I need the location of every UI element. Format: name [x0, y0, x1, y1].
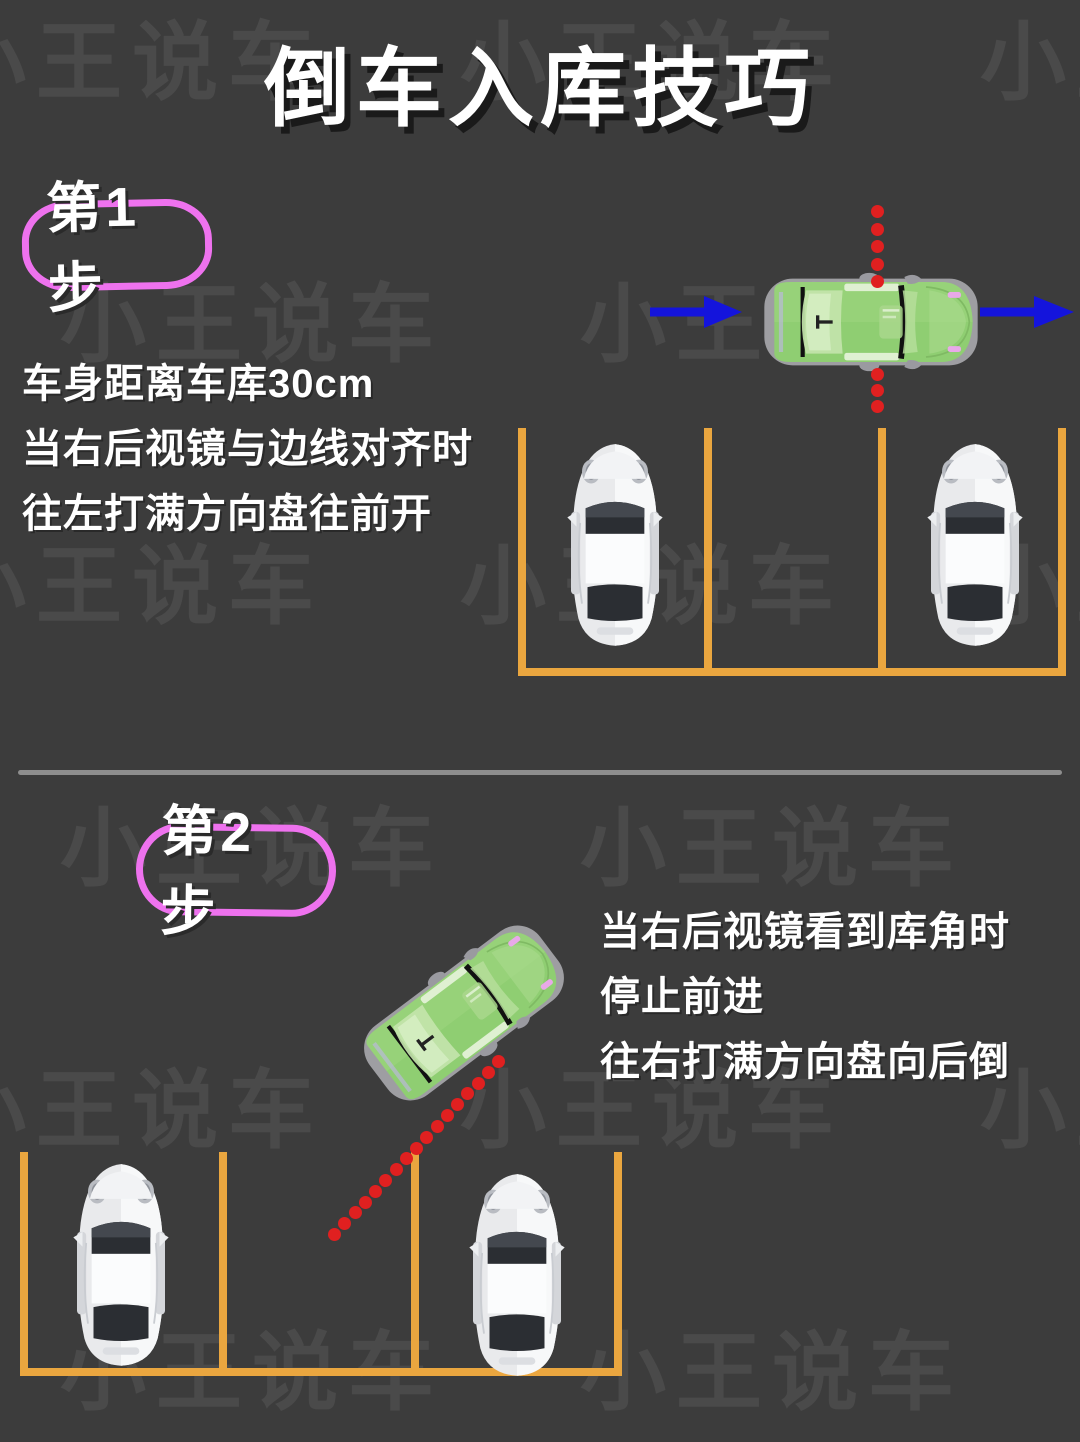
step-1-badge: 第1步	[21, 176, 213, 319]
step-1-line-2: 当右后视镜与边线对齐时	[22, 426, 473, 471]
guide-dot	[348, 1206, 362, 1220]
guide-dot	[410, 1141, 423, 1155]
guide-dot	[369, 1184, 382, 1198]
bay-line-s1-2	[704, 428, 712, 676]
bay-line-s2-bottom	[20, 1368, 622, 1376]
guide-dot	[451, 1098, 464, 1112]
guide-dot	[471, 1076, 485, 1090]
step-2-line-2: 停止前进	[600, 974, 764, 1019]
guide-dot	[871, 384, 884, 397]
step-2-line-3: 往右打满方向盘向后倒	[600, 1039, 1010, 1084]
guide-dot	[481, 1065, 495, 1079]
guide-dot	[440, 1109, 454, 1123]
parked-car-s1-left	[567, 444, 663, 646]
guide-dot	[328, 1228, 341, 1241]
page-title: 倒车入库技巧	[264, 41, 816, 137]
watermark-text: 小王说车	[580, 801, 964, 897]
bay-line-s1-bottom	[518, 668, 1066, 676]
guide-dot	[430, 1119, 444, 1133]
step-1-line-3: 往左打满方向盘往前开	[22, 491, 432, 536]
guide-dot	[871, 400, 884, 413]
bay-line-s2-4	[614, 1152, 622, 1376]
watermark-text: 小王说车	[580, 1325, 964, 1421]
guide-dot	[871, 240, 884, 253]
watermark-text: 小王说车	[0, 539, 324, 635]
bay-line-s1-1	[518, 428, 526, 676]
parked-car-s1-right	[927, 444, 1023, 646]
guide-dot	[420, 1130, 434, 1144]
guide-dot	[379, 1173, 393, 1187]
guide-dot	[399, 1152, 413, 1166]
guide-dot	[358, 1195, 372, 1209]
step-2-badge: 第2步	[135, 800, 337, 943]
guide-dot	[871, 257, 884, 271]
guide-dot	[389, 1163, 403, 1177]
section-divider	[18, 770, 1062, 775]
bay-line-s1-3	[878, 428, 886, 676]
parked-car-s2-right	[469, 1174, 565, 1376]
watermark-text: 小王说车	[0, 1063, 324, 1159]
bay-line-s2-3	[411, 1152, 419, 1376]
parked-car-s2-left	[73, 1164, 169, 1366]
guide-dot	[871, 275, 884, 288]
step-1-instructions: 车身距离车库30cm 当右后视镜与边线对齐时 往左打满方向盘往前开	[22, 352, 473, 546]
bay-line-s1-4	[1058, 428, 1066, 676]
bay-line-s2-2	[219, 1152, 227, 1376]
forward-arrow-left-icon	[650, 296, 742, 328]
guide-dot	[871, 368, 884, 381]
guide-dot	[492, 1055, 505, 1068]
guide-dot	[338, 1217, 352, 1231]
guide-dot	[871, 205, 884, 218]
moving-car-green-step1	[764, 272, 978, 372]
moving-car-green-step2-wrap	[347, 907, 581, 1118]
step-2-instructions: 当右后视镜看到库角时 停止前进 往右打满方向盘向后倒	[600, 900, 1010, 1094]
bay-line-s2-1	[20, 1152, 28, 1376]
step-1-line-1: 车身距离车库30cm	[22, 362, 375, 406]
guide-dot	[461, 1087, 475, 1101]
forward-arrow-right-icon	[980, 296, 1074, 328]
guide-dot	[871, 222, 884, 236]
step-2-line-1: 当右后视镜看到库角时	[600, 910, 1010, 954]
